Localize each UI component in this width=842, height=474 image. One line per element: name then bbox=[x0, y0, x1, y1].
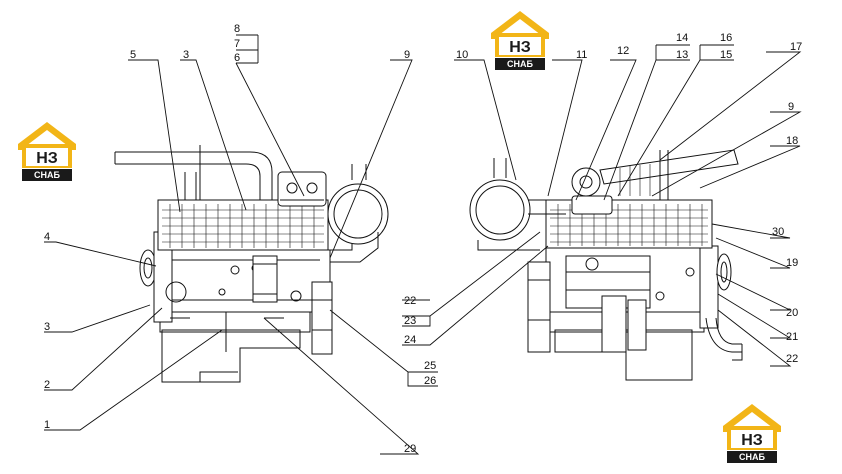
callout-2: 2 bbox=[44, 379, 50, 391]
callout-17: 17 bbox=[790, 41, 802, 53]
callout-3: 3 bbox=[44, 321, 50, 333]
callout-14: 14 bbox=[676, 32, 688, 44]
brand-logo-top: НЗ СНАБ bbox=[489, 9, 551, 71]
callout-8: 8 bbox=[234, 23, 240, 35]
callout-4: 4 bbox=[44, 231, 50, 243]
callout-6: 6 bbox=[234, 52, 240, 64]
callout-12: 12 bbox=[617, 45, 629, 57]
callout-23: 23 bbox=[404, 315, 416, 327]
callout-29: 29 bbox=[404, 443, 416, 455]
callout-18: 18 bbox=[786, 135, 798, 147]
callout-13: 13 bbox=[676, 49, 688, 61]
callout-25: 25 bbox=[424, 360, 436, 372]
callout-numbers: 8 7 6 5 3 9 4 3 2 1 25 26 29 10 11 12 14… bbox=[44, 23, 802, 455]
callout-15: 15 bbox=[720, 49, 732, 61]
house-logo-icon: НЗ СНАБ bbox=[723, 404, 781, 463]
callout-20: 20 bbox=[786, 307, 798, 319]
callout-1: 1 bbox=[44, 419, 50, 431]
logo-word: СНАБ bbox=[34, 170, 60, 180]
right-engine-view bbox=[469, 149, 743, 381]
callout-9-left: 9 bbox=[404, 49, 410, 61]
house-logo-icon: НЗ СНАБ bbox=[18, 122, 76, 181]
logo-word: СНАБ bbox=[507, 59, 533, 69]
callout-22-right: 22 bbox=[786, 353, 798, 365]
callout-19: 19 bbox=[786, 257, 798, 269]
callout-7: 7 bbox=[234, 38, 240, 50]
callout-11: 11 bbox=[576, 49, 587, 61]
callout-26: 26 bbox=[424, 375, 436, 387]
brand-logo-bottom: НЗ СНАБ bbox=[721, 402, 783, 464]
callout-5: 5 bbox=[130, 49, 136, 61]
logo-word: СНАБ bbox=[739, 452, 765, 462]
logo-letters: НЗ bbox=[741, 432, 763, 449]
callout-16: 16 bbox=[720, 32, 732, 44]
callout-24: 24 bbox=[404, 334, 416, 346]
callout-21: 21 bbox=[786, 331, 798, 343]
logo-letters: НЗ bbox=[509, 39, 531, 56]
brand-logo-left: НЗ СНАБ bbox=[16, 120, 78, 182]
callout-30: 30 bbox=[772, 226, 784, 238]
callout-3-top: 3 bbox=[183, 49, 189, 61]
leader-lines bbox=[44, 34, 802, 455]
left-engine-view bbox=[114, 145, 389, 383]
callout-9-right: 9 bbox=[788, 101, 794, 113]
callout-22-left: 22 bbox=[404, 295, 416, 307]
logo-letters: НЗ bbox=[36, 150, 58, 167]
callout-10: 10 bbox=[456, 49, 468, 61]
house-logo-icon: НЗ СНАБ bbox=[491, 11, 549, 70]
